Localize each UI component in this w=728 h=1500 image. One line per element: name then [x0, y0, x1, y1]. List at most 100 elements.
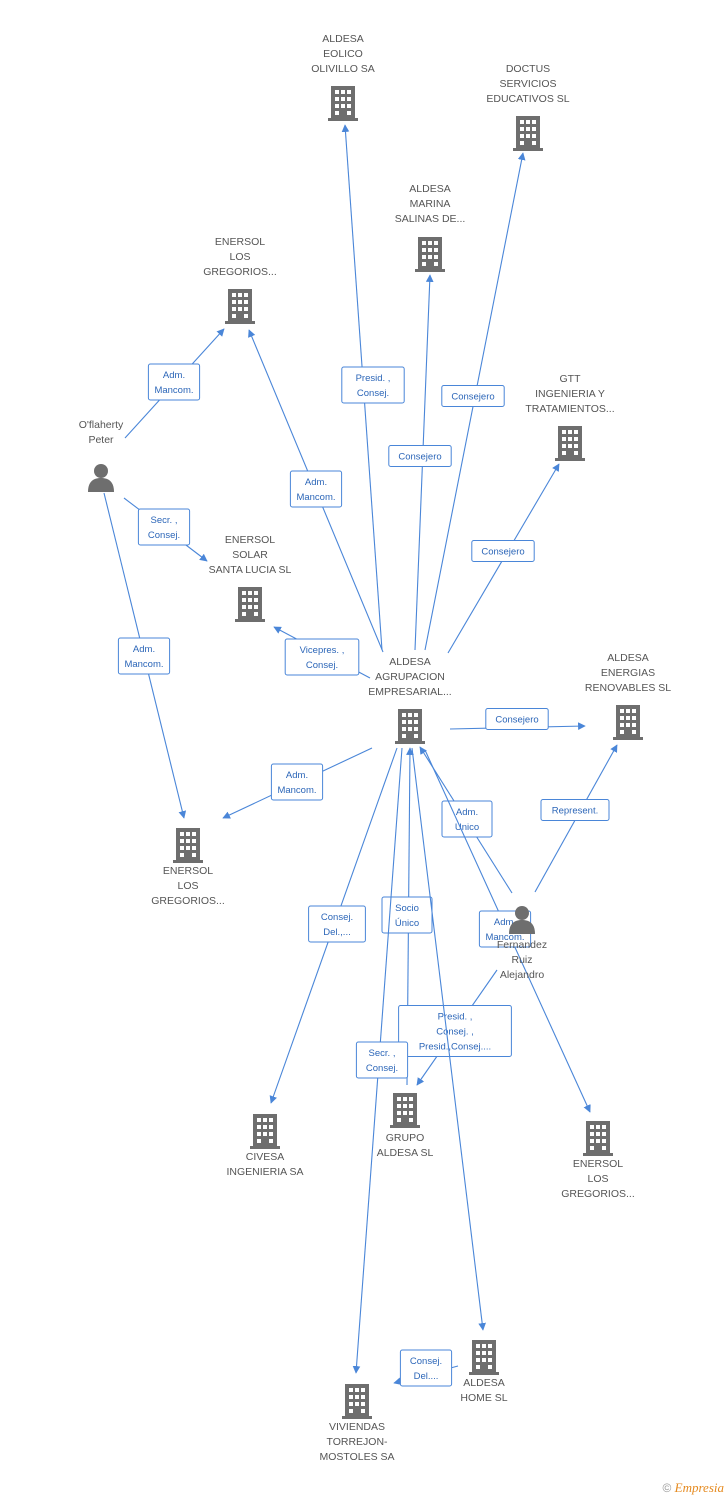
- edge-label-text: Adm.: [456, 807, 478, 818]
- edge-label-box[interactable]: [284, 638, 360, 676]
- node-label: SANTA LUCIA SL: [209, 564, 292, 576]
- edge-label-box[interactable]: [441, 385, 505, 407]
- node-label: ALDESA: [607, 652, 648, 664]
- node-label: EOLICO: [323, 48, 363, 60]
- node-label: VIVIENDAS: [329, 1421, 385, 1433]
- edge-label-text: Consej.: [357, 388, 389, 399]
- edge-oflaherty-to-enersol-gregorios-1: Adm. Mancom.: [124, 328, 225, 439]
- edge-aldesa-agrupacion-to-aldesa-marina: Consejero: [388, 274, 452, 651]
- building-icon: [395, 709, 425, 744]
- edge-label-box[interactable]: [398, 1005, 512, 1057]
- brand-logo[interactable]: Empresia: [674, 1480, 724, 1495]
- node-gtt[interactable]: GTT INGENIERIA Y TRATAMIENTOS...: [525, 373, 615, 461]
- edge-aldesa-agrupacion-to-viviendas: Secr. ,Consej.: [352, 747, 409, 1374]
- node-label: TRATAMIENTOS...: [525, 403, 614, 415]
- node-label: AGRUPACION: [375, 671, 445, 683]
- edge-label-box[interactable]: [341, 366, 405, 404]
- node-label: ENERGIAS: [601, 667, 655, 679]
- edge-label-box[interactable]: [540, 799, 610, 821]
- edge-label-box[interactable]: [289, 470, 343, 508]
- edge-label-text: Consej.: [321, 912, 353, 923]
- building-icon: [225, 289, 255, 324]
- node-label: GTT: [560, 373, 582, 385]
- edge-label-text: Consej. ,: [436, 1027, 474, 1038]
- node-label: Ruiz: [511, 954, 532, 966]
- node-label: SOLAR: [232, 549, 268, 561]
- edge-aldesa-agrupacion-to-enersol-gregorios-3: Adm.Mancom.: [424, 749, 591, 1113]
- node-aldesa-agrupacion[interactable]: ALDESAAGRUPACIONEMPRESARIAL...: [368, 656, 452, 744]
- edge-label-text: Adm.: [494, 917, 516, 928]
- edge-aldesa-agrupacion-to-aldesa-energias: Consejero: [449, 708, 586, 731]
- node-enersol-gregorios-1[interactable]: ENERSOLLOSGREGORIOS...: [203, 236, 277, 324]
- edge-label-box[interactable]: [355, 1041, 409, 1079]
- edge-label-text: Mancom.: [154, 385, 193, 396]
- building-icon: [415, 237, 445, 272]
- node-label: INGENIERIA SA: [226, 1166, 303, 1178]
- node-label: LOS: [177, 880, 198, 892]
- edge-label-text: Presid.,Consej....: [419, 1042, 491, 1053]
- node-enersol-gregorios-2[interactable]: ENERSOL LOS GREGORIOS...: [151, 828, 225, 907]
- edge-label-box[interactable]: [147, 363, 201, 401]
- node-label: LOS: [587, 1173, 608, 1185]
- edge-label-text: Del....: [414, 1371, 439, 1382]
- building-icon: [342, 1384, 372, 1419]
- node-label: MOSTOLES SA: [319, 1451, 394, 1463]
- edge-label-text: Adm.: [163, 370, 185, 381]
- node-label: DOCTUS: [506, 63, 550, 75]
- edge-fernandez-to-aldesa-energias: Represent.: [534, 744, 618, 893]
- edge-label-box[interactable]: [308, 905, 366, 943]
- edge-label-text: Consejero: [495, 715, 538, 726]
- edge-label-text: Único: [395, 918, 419, 929]
- node-label: GREGORIOS...: [151, 895, 225, 907]
- edge-label-box[interactable]: [270, 763, 324, 801]
- edge-label-text: Secr. ,: [151, 515, 178, 526]
- edge-label-text: Adm.: [286, 770, 308, 781]
- node-label: Peter: [88, 434, 114, 446]
- edge-label-text: Socio: [395, 903, 419, 914]
- building-icon: [583, 1121, 613, 1156]
- edge-label-box[interactable]: [137, 508, 191, 546]
- edge-label-text: Consejero: [398, 452, 441, 463]
- edge-label-text: Represent.: [552, 806, 598, 817]
- node-label: ENERSOL: [163, 865, 213, 877]
- node-label: GREGORIOS...: [203, 266, 277, 278]
- edge-label-box[interactable]: [117, 637, 171, 675]
- edge-label-box[interactable]: [441, 800, 493, 838]
- edge-aldesa-agrupacion-to-enersol-gregorios-2: Adm.Mancom.: [222, 747, 373, 819]
- building-icon: [555, 426, 585, 461]
- edge-fernandez-to-grupo-aldesa: Presid. ,Consej. ,Presid.,Consej....: [398, 969, 512, 1086]
- building-icon: [613, 705, 643, 740]
- edge-label-text: Unico: [455, 822, 479, 833]
- node-label: ALDESA: [322, 33, 363, 45]
- edge-oflaherty-to-enersol-solar: Secr. ,Consej.: [123, 497, 208, 562]
- node-label: ENERSOL: [215, 236, 265, 248]
- edge-oflaherty-to-enersol-gregorios-2: Adm.Mancom.: [103, 492, 187, 819]
- edge-label-box[interactable]: [388, 445, 452, 467]
- edge-label-text: Mancom.: [296, 492, 335, 503]
- building-icon: [469, 1340, 499, 1375]
- edge-label-text: Consej.: [366, 1063, 398, 1074]
- edge-label-box[interactable]: [399, 1349, 453, 1387]
- edge-aldesa-home-to-viviendas: Consej.Del....: [393, 1349, 459, 1387]
- node-label: HOME SL: [460, 1392, 507, 1404]
- edge-label-box[interactable]: [485, 708, 549, 730]
- node-enersol-solar[interactable]: ENERSOL SOLAR SANTA LUCIA SL: [209, 534, 292, 622]
- building-icon: [250, 1114, 280, 1149]
- node-enersol-gregorios-3[interactable]: ENERSOLLOSGREGORIOS...: [561, 1121, 635, 1200]
- node-label: EMPRESARIAL...: [368, 686, 451, 698]
- node-label: INGENIERIA Y: [535, 388, 605, 400]
- node-label: ENERSOL: [225, 534, 275, 546]
- edge-label-text: Adm.: [305, 477, 327, 488]
- edge-aldesa-agrupacion-to-gtt: Consejero: [447, 463, 560, 654]
- edge-label-box[interactable]: [471, 540, 535, 562]
